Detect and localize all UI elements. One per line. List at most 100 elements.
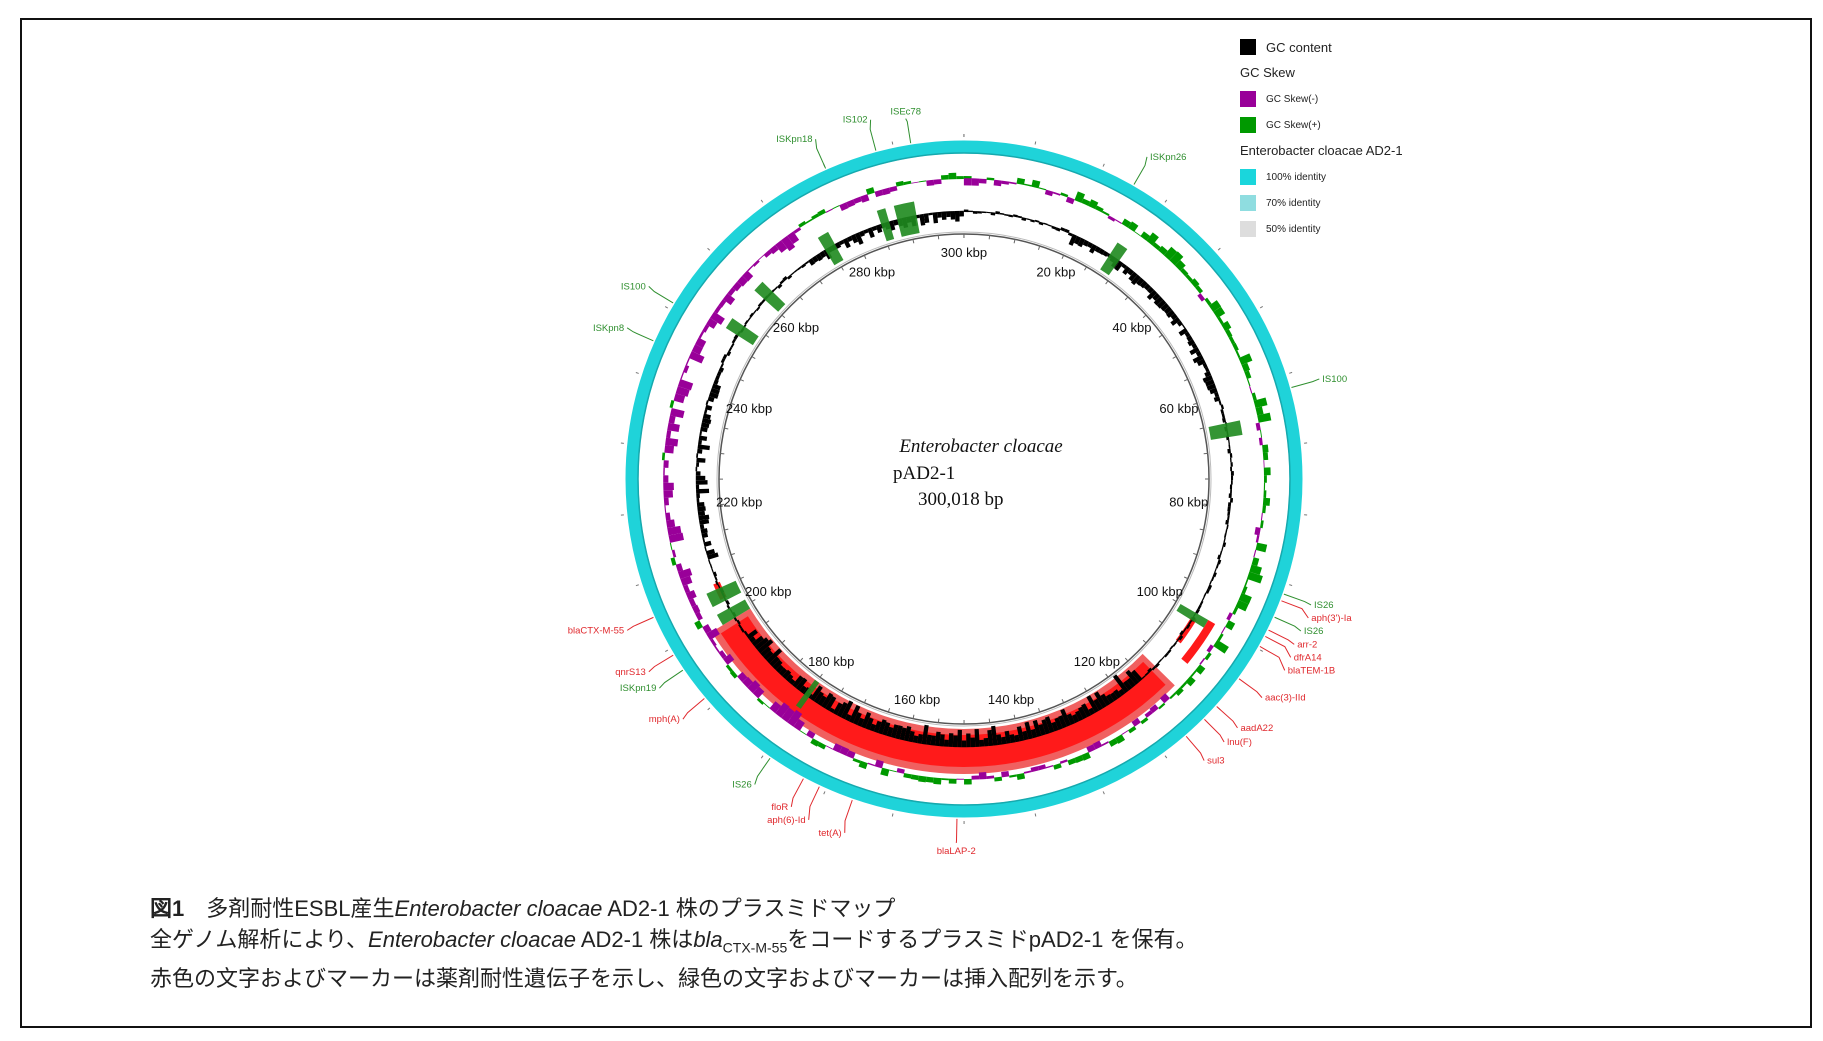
gc-skew-negative-bar (758, 254, 765, 261)
gc-skew-positive-bar (661, 452, 666, 461)
gc-content-bar (921, 724, 929, 745)
legend: GC content GC Skew GC Skew(-) GC Skew(+)… (1240, 34, 1403, 242)
gc-content-bar (895, 725, 903, 740)
gc-skew-positive-bar (918, 180, 927, 183)
gc-skew-negative-bar (1107, 215, 1116, 222)
gc-skew-positive-bar (799, 730, 807, 736)
inner-tick (840, 266, 844, 271)
gc-skew-positive-bar (1074, 191, 1086, 203)
gc-content-bar (1185, 623, 1191, 630)
gc-skew-negative-bar (747, 680, 761, 694)
gc-content-bar (1156, 299, 1167, 309)
gc-content-bar (1086, 241, 1094, 249)
gc-content-bar (1141, 675, 1146, 680)
gc-skew-positive-bar (1217, 316, 1224, 325)
gc-content-bar (903, 726, 912, 742)
inner-tick (887, 245, 890, 250)
gc-skew-positive-bar (1174, 259, 1186, 271)
gc-content-bar (711, 383, 722, 391)
gc-skew-positive-bar (933, 777, 942, 785)
gc-skew-positive-bar (1251, 557, 1260, 567)
gc-content-bar (709, 563, 713, 569)
gc-skew-negative-bar (682, 364, 690, 374)
gc-skew-positive-bar (669, 542, 673, 551)
gc-skew-negative-bar (1144, 710, 1153, 718)
gc-content-bar (854, 232, 864, 245)
gc-content-bar (1160, 302, 1170, 312)
gc-content-bar (1105, 694, 1115, 704)
feature-leader-line (754, 757, 771, 785)
resistance-gene-label: dfrA14 (1294, 652, 1322, 663)
gc-skew-positive-bar (1146, 232, 1159, 246)
gc-content-bar (747, 316, 752, 322)
figure-number: 図1 (150, 896, 185, 921)
gc-content-bar (986, 211, 991, 214)
resistance-gene-label: mph(A) (649, 714, 680, 725)
gc-content-bar (1186, 335, 1193, 342)
gc-content-bar (1225, 519, 1229, 525)
gc-skew-negative-bar (832, 743, 843, 753)
inner-tick (1158, 620, 1163, 624)
gc-content-bar (1220, 409, 1225, 415)
tick-label: 240 kbp (726, 401, 772, 416)
gc-content-bar (720, 358, 726, 364)
gc-skew-negative-bar (793, 227, 802, 234)
gc-skew-negative-bar (1226, 612, 1233, 621)
gc-skew-positive-bar (1238, 353, 1253, 366)
gc-content-bar (730, 343, 735, 348)
gc-skew-positive-bar (1185, 274, 1193, 283)
gc-content-bar (773, 286, 778, 291)
gc-content-bar (923, 213, 930, 224)
gc-skew-positive-bar (1127, 726, 1137, 734)
gc-skew-positive-bar (1262, 452, 1269, 461)
gc-content-bar (1209, 387, 1218, 395)
gc-content-bar (749, 312, 755, 318)
gc-content-bar (698, 514, 710, 521)
gc-content-bar (1054, 717, 1063, 730)
gc-skew-negative-bar (671, 549, 677, 558)
resistance-gene-label: aadA22 (1240, 723, 1273, 734)
gc-skew-negative-bar (675, 386, 690, 397)
gc-skew-negative-bar (986, 775, 995, 779)
gc-content-bar (1166, 309, 1175, 319)
gc-skew-positive-bar (1180, 681, 1188, 689)
outer-tick (635, 372, 639, 374)
gc-content-bar (1214, 391, 1220, 398)
gc-content-bar (752, 309, 757, 315)
gc-content-bar (873, 720, 882, 734)
gc-skew-positive-bar (918, 775, 927, 783)
gc-skew-positive-bar (1060, 192, 1069, 198)
insertion-marker (1100, 242, 1128, 276)
feature-leader-line (1265, 636, 1292, 658)
gc-content-bar (1122, 266, 1131, 276)
gc-content-bar (972, 210, 978, 214)
gc-skew-positive-bar (1053, 763, 1062, 770)
inner-tick (1038, 708, 1041, 713)
gc-content-bar (1223, 537, 1226, 543)
gc-content-bar (699, 431, 703, 436)
gc-skew-positive-bar (986, 177, 995, 181)
gc-content-bar (1071, 714, 1080, 724)
gc-content-bar (713, 379, 719, 385)
tick-label: 180 kbp (808, 654, 854, 669)
gc-content-bar (1230, 480, 1233, 485)
inner-tick (819, 673, 823, 678)
tick-label: 260 kbp (773, 320, 819, 335)
resistance-gene-label: blaTEM-1B (1288, 665, 1336, 676)
gc-content-bar (757, 639, 774, 654)
gc-skew-negative-bar (769, 244, 779, 255)
gc-content-bar (928, 212, 933, 216)
gc-content-bar (1030, 219, 1036, 223)
gc-content-bar (1047, 224, 1053, 227)
gc-content-bar (1215, 563, 1219, 569)
gc-content-bar (1109, 692, 1119, 702)
resistance-gene-label: sul3 (1207, 756, 1224, 767)
gc-skew-negative-bar (1254, 527, 1261, 536)
gc-content-bar (1199, 600, 1204, 606)
gc-skew-negative-bar (710, 638, 717, 647)
gc-skew-negative-bar (933, 179, 942, 185)
gc-content-bar (1204, 379, 1215, 387)
gc-content-bar (1219, 550, 1223, 556)
gc-content-bar (1128, 271, 1138, 282)
